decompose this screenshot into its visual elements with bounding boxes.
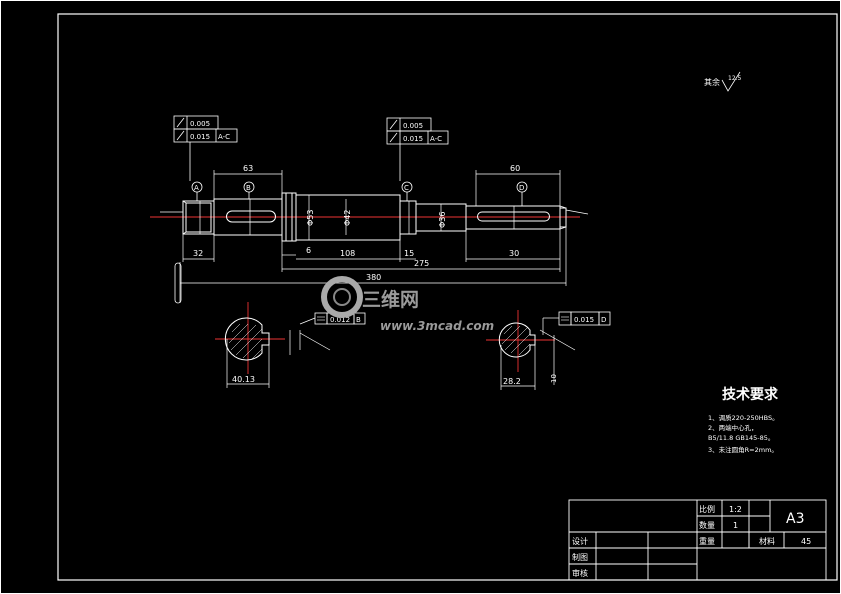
chamfer-lines xyxy=(182,200,567,235)
watermark-url: www.3mcad.com xyxy=(380,319,494,333)
tech-req-item-3: B5/11.8 GB145-85。 xyxy=(708,434,774,442)
section-right-width: 28.2 xyxy=(503,377,521,386)
dim-32: 32 xyxy=(193,249,203,258)
dim-63: 63 xyxy=(243,164,253,173)
dim-6: 6 xyxy=(306,246,311,255)
tolerance-frame-mid xyxy=(386,117,449,181)
design-label: 设计 xyxy=(572,536,588,546)
qty-value: 1 xyxy=(733,521,738,530)
watermark-gear-icon xyxy=(321,276,363,318)
tech-req-item-4: 3、未注圆角R=2mm。 xyxy=(708,445,778,454)
sheet-size: A3 xyxy=(786,511,804,527)
material-label: 材料 xyxy=(759,536,775,546)
tol-sect-right-datum: D xyxy=(601,316,606,324)
datum-d: D xyxy=(519,184,524,192)
dim-108: 108 xyxy=(340,249,355,258)
dim-15: 15 xyxy=(404,249,414,258)
datum-a: A xyxy=(194,184,199,192)
keyways xyxy=(226,210,550,223)
top-dimension-lines xyxy=(213,170,561,206)
material-value: 45 xyxy=(801,537,811,546)
scale-value: 1:2 xyxy=(729,505,742,514)
qty-label: 数量 xyxy=(699,520,715,530)
bottom-dimension-lines xyxy=(179,227,567,303)
tol-left-flatness: 0.005 xyxy=(190,120,210,128)
roughness-symbol xyxy=(721,71,741,92)
draw-label: 制图 xyxy=(572,552,588,562)
dim-30: 30 xyxy=(509,249,519,258)
dim-phi53: Φ53 xyxy=(306,210,315,226)
end-view-bar xyxy=(174,262,182,304)
inner-border xyxy=(57,13,838,581)
tol-mid-datum: A-C xyxy=(430,135,442,143)
datum-c: C xyxy=(404,184,409,192)
tol-left-runout: 0.015 xyxy=(190,133,210,141)
roughness-label: 其余 xyxy=(704,77,720,87)
tol-mid-flatness: 0.005 xyxy=(403,122,423,130)
dim-275: 275 xyxy=(414,259,429,268)
tol-mid-runout: 0.015 xyxy=(403,135,423,143)
roughness-value: 12.5 xyxy=(728,75,742,82)
tol-sect-left-datum: B xyxy=(356,316,361,324)
tolerance-frame-left xyxy=(173,115,238,181)
tol-sect-left-val: 0.012 xyxy=(330,316,350,324)
tech-req-item-2: 2、两端中心孔， xyxy=(708,423,758,432)
datum-b: B xyxy=(246,184,251,192)
dim-380: 380 xyxy=(366,273,381,282)
section-right: 28.2 10 xyxy=(486,310,611,390)
section-left: 40.13 xyxy=(215,302,366,388)
scale-label: 比例 xyxy=(699,504,715,514)
tol-left-datum: A-C xyxy=(218,133,230,141)
diameter-dims: Φ53 Φ42 Φ36 xyxy=(199,195,515,240)
center-hole-leaders xyxy=(160,209,589,215)
review-label: 审核 xyxy=(572,568,588,578)
tol-sect-right-val: 0.015 xyxy=(574,316,594,324)
tech-req-item-1: 1、调质220-250HBS。 xyxy=(708,413,779,422)
title-block xyxy=(568,499,827,581)
tech-req-title: 技术要求 xyxy=(722,386,779,403)
datum-markers xyxy=(191,181,528,206)
dim-phi42: Φ42 xyxy=(343,210,352,226)
section-right-key: 10 xyxy=(550,374,558,383)
watermark: 三维网 www.3mcad.com xyxy=(321,276,494,333)
section-left-width: 40.13 xyxy=(232,375,255,384)
dim-phi36: Φ36 xyxy=(438,212,447,228)
weight-label: 重量 xyxy=(699,536,715,546)
watermark-cn: 三维网 xyxy=(362,288,419,311)
dim-60: 60 xyxy=(510,164,520,173)
